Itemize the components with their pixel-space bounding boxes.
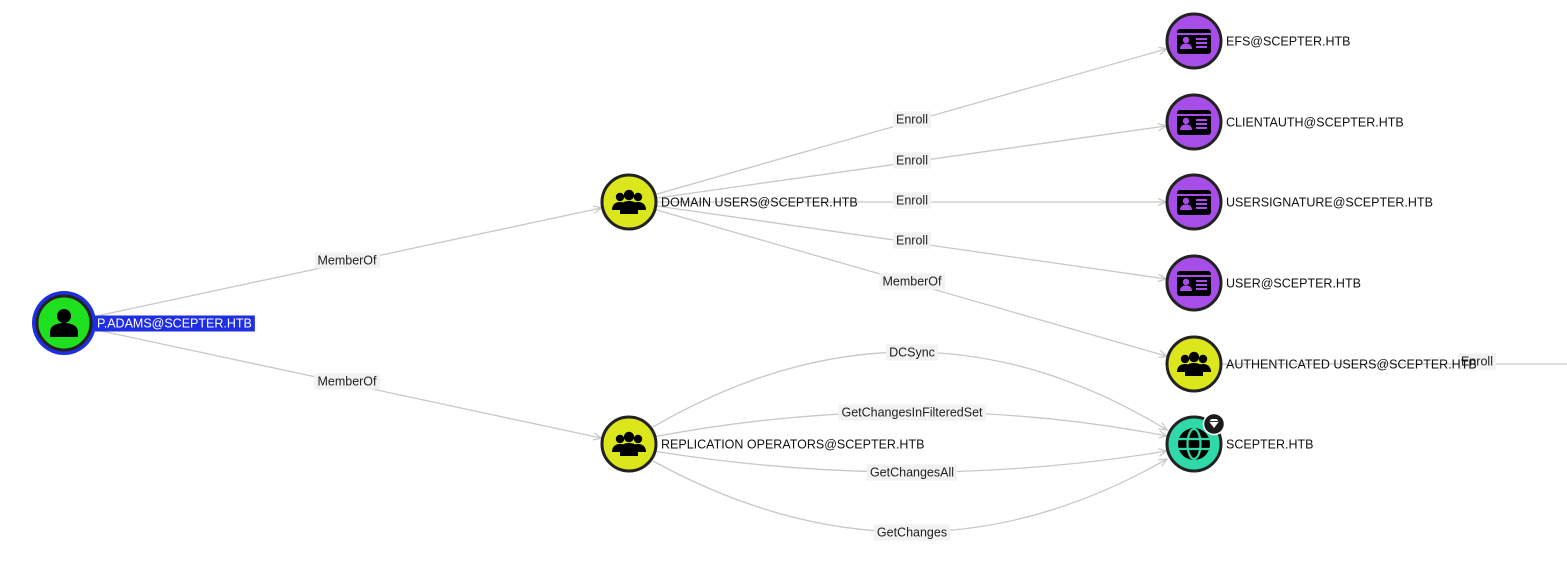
edge-label[interactable]: Enroll <box>896 154 928 168</box>
edge-replication-operators-getchangesinfilteredset-scepter[interactable]: GetChangesInFilteredSet <box>652 404 1167 438</box>
node-replication-operators[interactable]: REPLICATION OPERATORS@SCEPTER.HTB <box>600 415 924 473</box>
node-label[interactable]: CLIENTAUTH@SCEPTER.HTB <box>1226 116 1404 130</box>
gem-icon <box>1202 412 1226 436</box>
edge-domain-users-memberof-authenticated-users[interactable]: MemberOf <box>654 208 1167 356</box>
edge-label[interactable]: Enroll <box>1461 355 1493 369</box>
edge-label[interactable]: MemberOf <box>317 375 377 389</box>
edge-padams-memberof-domain-users[interactable]: MemberOf <box>90 208 601 318</box>
edge-label-background <box>893 192 931 209</box>
edge-domain-users-enroll-user[interactable]: Enroll <box>655 205 1167 279</box>
edge-label-background <box>879 273 946 290</box>
node-label[interactable]: DOMAIN USERS@SCEPTER.HTB <box>661 196 858 210</box>
edge-label-background <box>838 404 987 421</box>
edge-label-background <box>886 344 938 361</box>
node-domain-users[interactable]: DOMAIN USERS@SCEPTER.HTB <box>600 173 858 231</box>
edge-label-background <box>314 252 381 269</box>
edge-label-background <box>893 111 931 128</box>
edge-label[interactable]: MemberOf <box>317 254 377 268</box>
edge-label[interactable]: MemberOf <box>882 275 942 289</box>
edge-label[interactable]: GetChangesAll <box>870 466 954 480</box>
edge-label[interactable]: GetChangesInFilteredSet <box>841 406 983 420</box>
node-label[interactable]: USER@SCEPTER.HTB <box>1226 277 1361 291</box>
node-user[interactable]: USER@SCEPTER.HTB <box>1165 254 1361 312</box>
edge-authenticated-users-enroll[interactable]: Enroll <box>1221 353 1567 370</box>
edge-replication-operators-dcsync-scepter[interactable]: DCSync <box>652 344 1167 431</box>
node-label[interactable]: EFS@SCEPTER.HTB <box>1226 35 1351 49</box>
edge-label[interactable]: Enroll <box>896 234 928 248</box>
node-padams[interactable]: P.ADAMS@SCEPTER.HTB <box>32 291 255 355</box>
edge-label-background <box>873 524 951 541</box>
edge-label[interactable]: Enroll <box>896 194 928 208</box>
id-card-icon <box>1177 190 1211 215</box>
edge-label-background <box>893 232 931 249</box>
id-card-icon <box>1177 29 1211 54</box>
edge-label-background <box>866 464 958 481</box>
node-label[interactable]: REPLICATION OPERATORS@SCEPTER.HTB <box>661 438 924 452</box>
edge-replication-operators-getchanges-scepter[interactable]: GetChanges <box>652 459 1167 541</box>
node-clientauth[interactable]: CLIENTAUTH@SCEPTER.HTB <box>1165 93 1404 151</box>
edge-label-background <box>314 373 381 390</box>
node-efs[interactable]: EFS@SCEPTER.HTB <box>1165 12 1351 70</box>
node-label[interactable]: AUTHENTICATED USERS@SCEPTER.HTB <box>1226 358 1477 372</box>
edge-label-background <box>1458 353 1496 370</box>
node-usersignature[interactable]: USERSIGNATURE@SCEPTER.HTB <box>1165 173 1433 231</box>
edge-replication-operators-getchangesall-scepter[interactable]: GetChangesAll <box>652 451 1167 481</box>
edges-layer: MemberOfMemberOfEnrollEnrollEnrollEnroll… <box>90 49 1567 541</box>
globe-icon <box>1176 426 1212 462</box>
node-label[interactable]: SCEPTER.HTB <box>1226 438 1314 452</box>
selected-label-background <box>95 315 255 332</box>
node-label[interactable]: USERSIGNATURE@SCEPTER.HTB <box>1226 196 1433 210</box>
edge-label[interactable]: DCSync <box>889 346 935 360</box>
node-scepter[interactable]: SCEPTER.HTB <box>1165 412 1314 473</box>
edge-label-background <box>893 152 931 169</box>
edge-domain-users-enroll-efs[interactable]: Enroll <box>654 49 1167 196</box>
edge-label[interactable]: GetChanges <box>877 526 947 540</box>
id-card-icon <box>1177 110 1211 135</box>
node-label[interactable]: P.ADAMS@SCEPTER.HTB <box>97 317 252 331</box>
nodes-layer: P.ADAMS@SCEPTER.HTB DOMAIN USERS@SCEPTER.… <box>32 12 1477 473</box>
edge-domain-users-enroll-usersignature[interactable]: Enroll <box>656 192 1166 209</box>
edge-domain-users-enroll-clientauth[interactable]: Enroll <box>655 126 1167 199</box>
node-authenticated-users[interactable]: AUTHENTICATED USERS@SCEPTER.HTB <box>1165 335 1477 393</box>
edge-label[interactable]: Enroll <box>896 113 928 127</box>
edge-padams-memberof-replication-operators[interactable]: MemberOf <box>90 328 601 438</box>
id-card-icon <box>1177 271 1211 296</box>
